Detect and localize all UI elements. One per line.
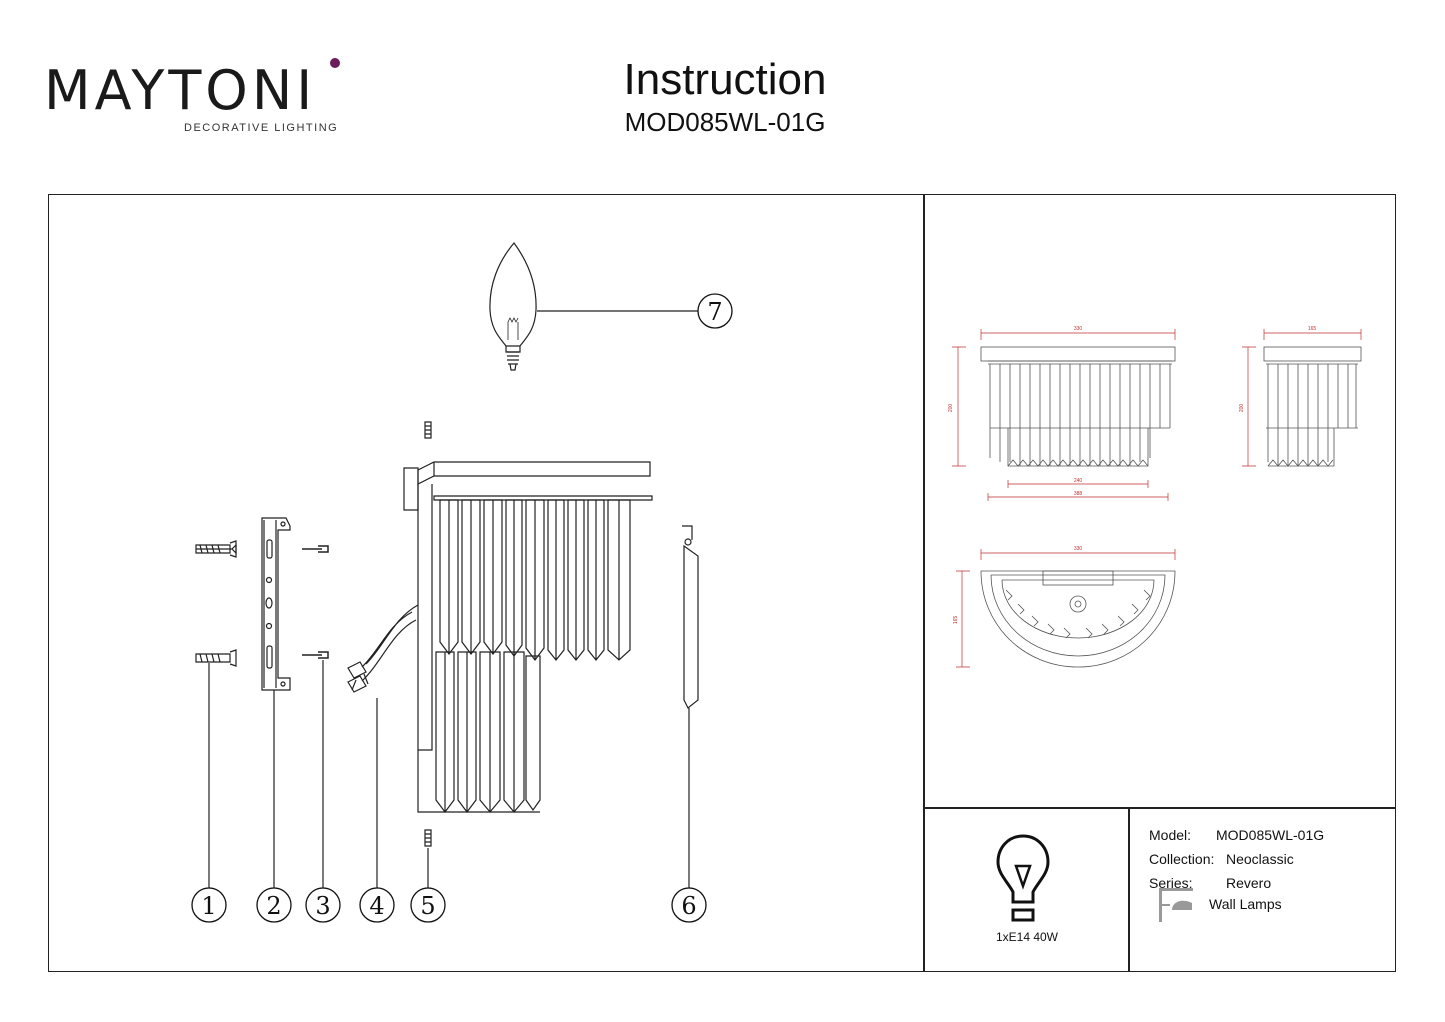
wall-anchor-part <box>195 540 237 888</box>
top-depth-label: 165 <box>953 616 959 625</box>
terminal-block-part <box>347 604 419 888</box>
finial-screw-part <box>424 421 432 888</box>
collection-label: Collection: <box>1149 851 1215 867</box>
side-height-label: 200 <box>1239 404 1245 413</box>
callout-circle-2 <box>256 887 292 923</box>
lamp-type: Wall Lamps <box>1209 896 1282 912</box>
callout-circle-1 <box>191 887 227 923</box>
top-dimensions <box>956 549 1176 668</box>
front-width-label: 330 <box>1074 326 1083 332</box>
callout-circle-5 <box>410 887 446 923</box>
frame-divider-specs <box>923 807 1396 809</box>
base-width-label: 388 <box>1074 491 1083 497</box>
callout-4: 4 <box>369 892 384 920</box>
top-view <box>980 570 1176 668</box>
inner-width-label: 240 <box>1074 478 1083 484</box>
front-height-label: 200 <box>948 404 954 413</box>
page-title: Instruction <box>623 55 827 104</box>
power-rating: 1xE14 40W <box>995 930 1059 944</box>
wall-lamp-icon <box>1159 888 1193 922</box>
top-width-label: 330 <box>1074 546 1083 552</box>
callout-1: 1 <box>201 892 216 920</box>
callout-circle-3 <box>305 887 341 923</box>
series-label: Series: <box>1149 875 1193 891</box>
lamp-body-part <box>403 461 653 813</box>
brand-tagline: DECORATIVE LIGHTING <box>184 122 339 134</box>
callout-circle-6 <box>671 887 707 923</box>
brand-name: MAYTONI <box>44 59 317 122</box>
callout-circle-4 <box>359 887 395 923</box>
brand-dot <box>330 58 340 68</box>
front-view <box>980 346 1176 467</box>
callout-circle-7 <box>697 293 733 329</box>
callout-5: 5 <box>420 892 435 920</box>
frame-divider-main <box>923 194 925 972</box>
page-model: MOD085WL-01G <box>624 107 826 137</box>
bulb-part <box>489 242 698 371</box>
callout-6: 6 <box>681 892 696 920</box>
collection-value: Neoclassic <box>1226 851 1294 867</box>
callout-7: 7 <box>707 298 722 326</box>
frame-divider-info <box>1128 807 1130 972</box>
crystal-rod-part <box>682 525 699 888</box>
screws-part <box>302 545 329 888</box>
side-width-label: 165 <box>1308 326 1317 332</box>
model-value: MOD085WL-01G <box>1216 827 1325 843</box>
callout-3: 3 <box>315 892 330 920</box>
mounting-bracket-part <box>261 517 291 888</box>
model-label: Model: <box>1149 827 1192 843</box>
side-dimensions <box>1242 329 1362 467</box>
bulb-icon <box>996 834 1050 922</box>
front-dimensions <box>952 329 1176 501</box>
side-view <box>1263 346 1362 467</box>
brand-logo: MAYTONI DECORATIVE LIGHTING <box>44 58 344 134</box>
series-value: Revero <box>1226 875 1272 891</box>
drawing-frame <box>48 194 1396 972</box>
callout-2: 2 <box>266 892 281 920</box>
